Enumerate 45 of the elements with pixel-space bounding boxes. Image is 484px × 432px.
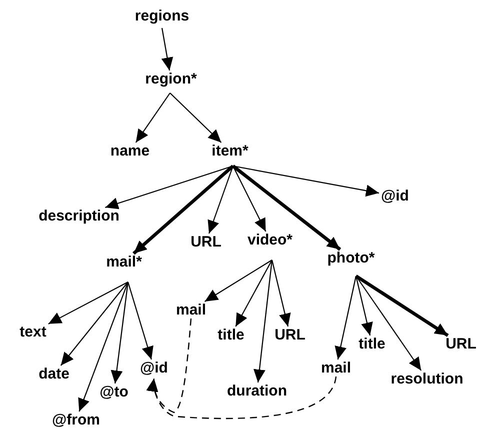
node-label: name [110,144,150,158]
node-label: mail [176,302,206,318]
arrow [110,282,129,384]
node-label: @from [52,412,100,428]
arrow [232,165,380,197]
arrow [132,164,234,255]
node-label: item* [212,144,248,158]
node-label: video* [248,232,292,248]
node-label: mail [321,360,351,376]
arrow [204,260,272,302]
node-label: URL [446,336,476,352]
arrow [48,282,128,324]
arrow [232,164,342,251]
arrow [235,260,272,327]
node-label: text [20,324,46,340]
node-label: photo* [327,250,375,266]
arrow [355,274,449,337]
arrow [127,282,154,360]
node-label: description [38,208,120,224]
arrow [334,276,357,360]
arrow [60,282,128,366]
arrow [135,92,170,143]
arrow [161,28,174,71]
arrow [232,166,266,232]
node-label: regions [134,8,190,24]
arrow [78,282,129,412]
node-label: URL [274,328,306,342]
arrow [356,276,422,371]
dashed-arrow [147,376,337,419]
arrow [208,166,234,234]
arrow [355,276,373,336]
node-label: @id [140,360,168,376]
node-label: title [358,336,386,352]
node-label: duration [227,384,287,398]
arrow [170,92,222,143]
node-label: mail* [106,254,142,270]
node-label: title [218,328,244,342]
node-label: region* [145,72,197,86]
node-label: date [38,366,70,382]
node-label: URL [190,234,222,250]
node-label: resolution [390,372,464,386]
node-label: @to [100,384,128,400]
arrow [271,260,291,327]
arrow [254,260,273,383]
node-label: @id [381,188,409,204]
